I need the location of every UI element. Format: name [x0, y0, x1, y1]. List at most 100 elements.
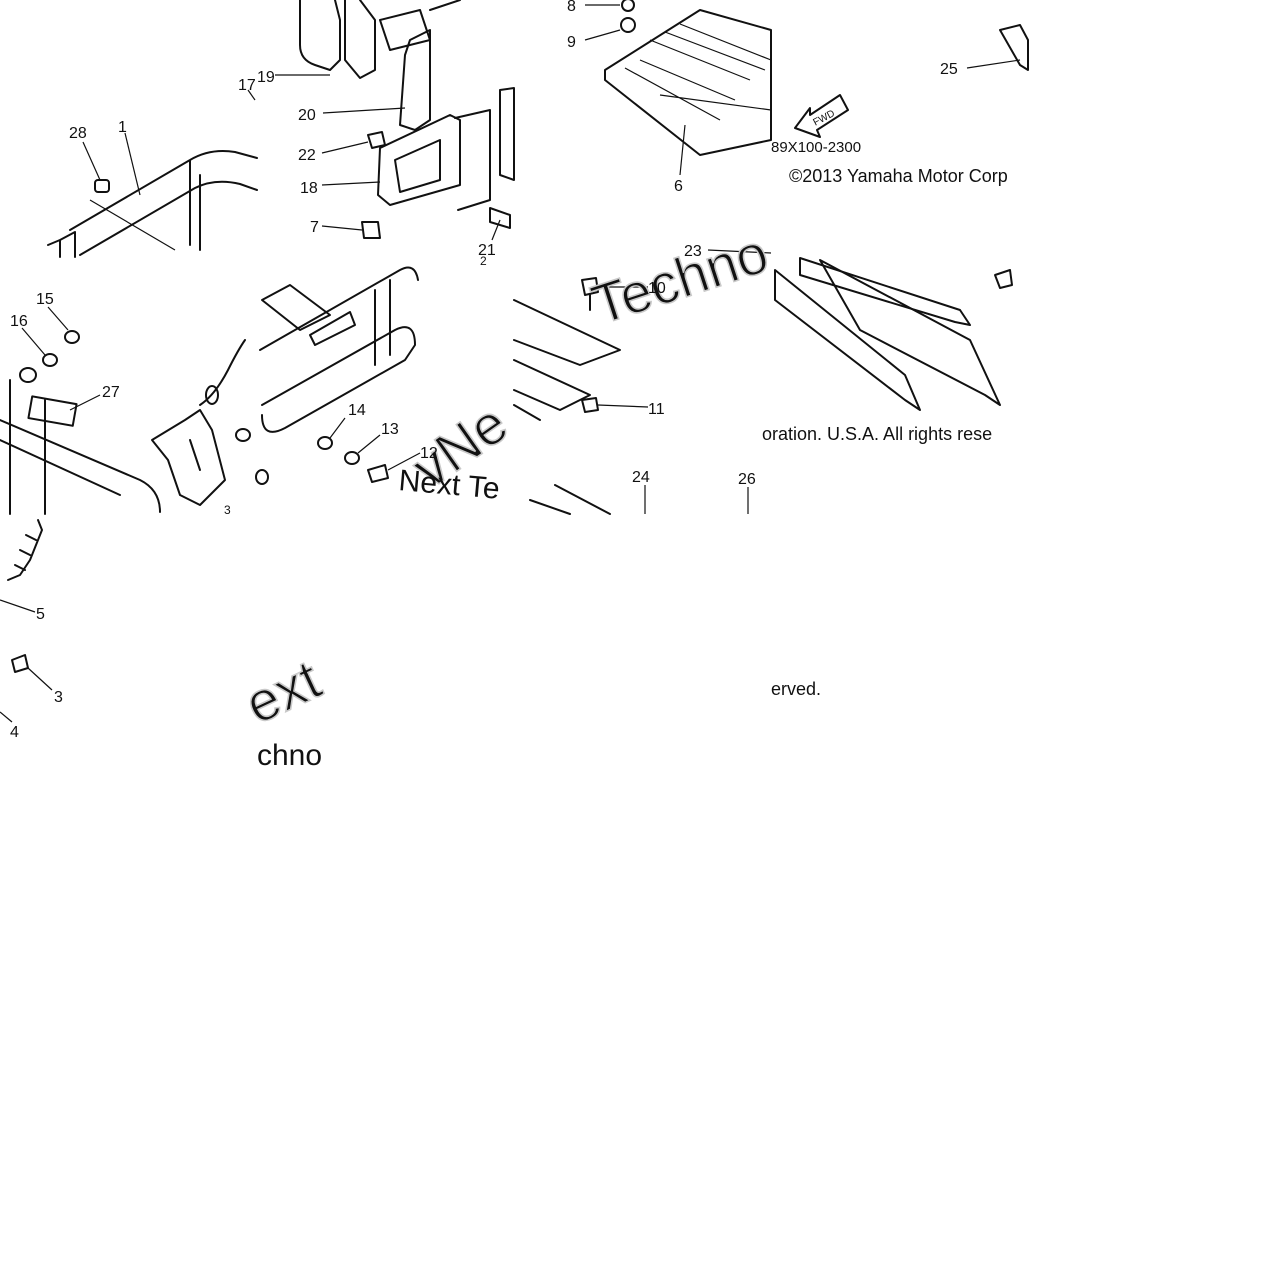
leader-11 — [597, 404, 649, 408]
leader-3 — [27, 667, 53, 691]
callout-8: 8 — [567, 0, 576, 15]
part-code: 89X100-2300 — [771, 139, 861, 156]
callout-1: 1 — [118, 119, 127, 136]
part-28-nut — [94, 179, 110, 193]
callout-23: 23 — [684, 243, 702, 260]
latch-5 — [7, 519, 43, 581]
part-15-bolt — [64, 330, 80, 344]
bracket-20 — [399, 29, 431, 131]
part-12-bolt — [367, 464, 389, 483]
callout-9: 9 — [567, 34, 576, 51]
callout-24: 24 — [632, 469, 650, 486]
callout-20: 20 — [298, 107, 316, 124]
leader-14 — [329, 417, 346, 439]
callout-7: 7 — [310, 219, 319, 236]
reflector-18 — [377, 114, 461, 206]
callout-16: 16 — [10, 313, 28, 330]
rail-panel — [774, 259, 1001, 411]
part-16-washer — [42, 353, 58, 367]
leader-21 — [491, 219, 501, 241]
label-27 — [27, 395, 78, 427]
cable-eye — [205, 385, 219, 405]
leader-7 — [321, 225, 363, 231]
leader-25 — [966, 59, 1021, 69]
leader-9 — [584, 29, 621, 41]
bed-floor — [513, 299, 621, 421]
part-13-nut — [344, 451, 360, 465]
tile-top-middle — [321, 0, 515, 241]
tile-mid-right-b: oration. U.S.A. All rights rese — [762, 257, 1013, 444]
part-7-nut — [361, 221, 381, 239]
bracket-upper — [379, 0, 461, 51]
copyright-line3: erved. — [771, 679, 821, 699]
washer-left-2 — [235, 428, 251, 442]
tile-top-right-b: FWD 89X100-2300 ©2013 Yamaha Motor Corp — [771, 24, 1029, 186]
leader-16 — [21, 327, 46, 356]
rear-frame-plate — [261, 284, 356, 346]
copyright-line1: ©2013 Yamaha Motor Corp — [789, 166, 1008, 186]
callout-3-bottom: 3 — [224, 503, 231, 517]
callout-13: 13 — [381, 421, 399, 438]
part-9-washer — [620, 17, 636, 33]
part-8-nut — [621, 0, 635, 12]
cable — [199, 339, 246, 406]
tile-top-left — [47, 0, 376, 258]
bracket-right — [499, 87, 515, 181]
part-3-bolt — [11, 654, 29, 673]
callout-15: 15 — [36, 291, 54, 308]
bed-ribs — [624, 23, 772, 121]
callout-3: 3 — [54, 689, 63, 706]
callout-11: 11 — [648, 401, 665, 418]
callout-21: 21 — [478, 242, 496, 259]
watermark-3: Next Te — [397, 464, 501, 506]
callout-28: 28 — [69, 125, 87, 142]
leader-22 — [321, 141, 369, 154]
callout-27: 27 — [102, 384, 120, 401]
fwd-arrow — [794, 94, 849, 138]
bracket-19 — [299, 0, 376, 79]
watermark-layer: Techno vNe Next Te ext chno — [235, 220, 777, 772]
leader-5 — [0, 599, 36, 613]
watermark-5: chno — [257, 739, 322, 772]
leader-12 — [387, 452, 421, 471]
callout-5: 5 — [36, 606, 45, 623]
leader-13 — [357, 434, 381, 454]
leader-18 — [321, 181, 381, 186]
callout-10: 10 — [648, 280, 666, 297]
rear-frame-tube — [259, 266, 419, 433]
tile-bottom-strip — [529, 484, 749, 515]
part-14-washer — [317, 436, 333, 450]
tailgate-panel — [0, 379, 161, 515]
part-11-nut — [581, 397, 599, 413]
tile-bottom-left — [0, 519, 53, 723]
frame-tube — [47, 150, 258, 258]
copyright-line2: oration. U.S.A. All rights rese — [762, 424, 992, 444]
hinge-2 — [151, 409, 226, 506]
callout-18: 18 — [300, 180, 318, 197]
tile-mid-right-a — [513, 249, 772, 421]
bed-panel-6 — [604, 9, 772, 156]
rail-bottom — [529, 484, 611, 515]
washer-bottom — [255, 469, 269, 485]
callout-14: 14 — [348, 402, 366, 419]
callout-12: 12 — [420, 445, 438, 462]
leader-27 — [69, 394, 101, 411]
leader-6 — [679, 124, 686, 176]
leader-20 — [322, 107, 406, 114]
callout-4: 4 — [10, 724, 19, 741]
leader-15 — [47, 306, 69, 331]
part-10-bolt — [581, 277, 599, 311]
tile-mid-left — [0, 306, 246, 515]
part-25 — [999, 24, 1029, 71]
callout-19: 19 — [257, 69, 275, 86]
callout-layer: 28 1 17 19 20 22 18 7 21 2 8 9 6 25 23 1… — [10, 0, 958, 741]
leader-17 — [247, 89, 256, 101]
callout-6: 6 — [674, 178, 683, 195]
callout-26: 26 — [738, 471, 756, 488]
leader-23 — [707, 249, 772, 254]
small-bolt — [994, 269, 1013, 289]
frame-dash — [89, 199, 176, 251]
bracket-18-back — [454, 109, 491, 211]
part-22-nut — [367, 131, 386, 149]
